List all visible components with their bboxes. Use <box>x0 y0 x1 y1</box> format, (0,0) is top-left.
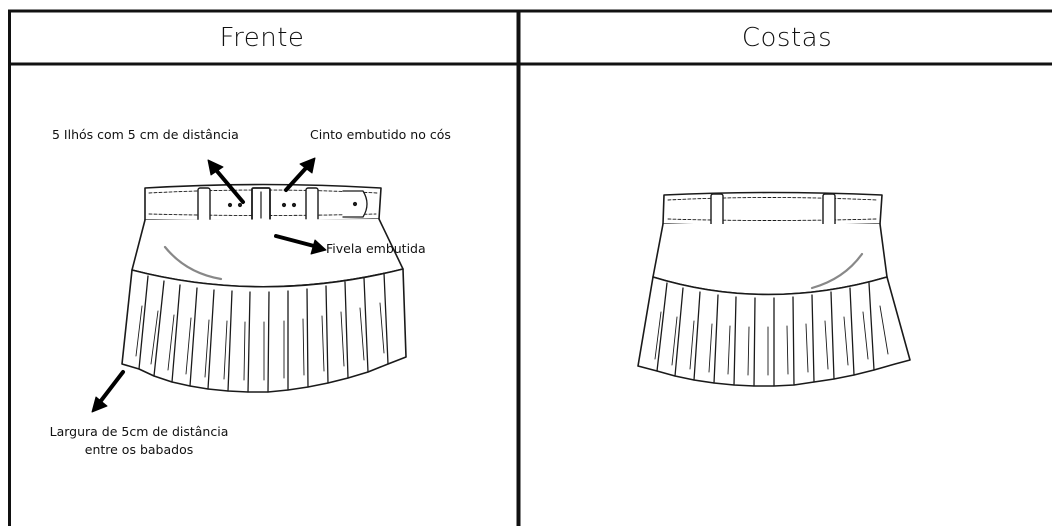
front-belt-loop-right <box>305 187 319 225</box>
front-belt-loop-left <box>197 187 211 225</box>
annotation-arrows <box>91 157 327 413</box>
back-skirt-drawing <box>637 191 911 387</box>
front-eyelet <box>237 202 243 208</box>
front-skirt-drawing <box>91 157 407 413</box>
back-pleat-lines <box>656 282 875 387</box>
eyelets-arrow-head <box>207 159 224 176</box>
ruffle-width-annotation-line1: Largura de 5cm de distância <box>49 424 229 439</box>
back-pleat-folds <box>654 305 889 376</box>
back-yoke <box>652 223 888 296</box>
front-pleat-folds <box>135 302 385 381</box>
ruffle-width-annotation: Largura de 5cm de distância entre os bab… <box>20 423 258 459</box>
ruffle-width-annotation-line2: entre os babados <box>84 442 194 457</box>
front-eyelet <box>227 202 233 208</box>
back-belt-loop-right <box>822 193 836 228</box>
eyelets-arrow-line <box>214 168 245 204</box>
back-yoke-shading <box>810 252 864 290</box>
front-pleat-lines <box>138 272 389 393</box>
belt-arrow-head <box>299 157 316 174</box>
ruffle-arrow-line <box>98 370 125 404</box>
front-skirt <box>121 183 407 393</box>
eyelets-annotation: 5 Ilhós com 5 cm de distância <box>52 127 239 142</box>
front-eyelet <box>291 202 297 208</box>
front-yoke-shading <box>163 245 223 281</box>
belt-arrow-line <box>284 166 308 192</box>
ruffle-arrow-head <box>91 396 108 413</box>
buckle-annotation: Fivela embutida <box>326 241 426 256</box>
belt-annotation: Cinto embutido no cós <box>310 127 451 142</box>
buckle-arrow-line <box>274 234 316 248</box>
buckle-arrow-head <box>310 239 327 255</box>
back-waistband-stitch <box>667 197 878 221</box>
back-skirt <box>637 191 911 387</box>
front-panel-title: Frente <box>219 22 305 53</box>
front-eyelet <box>281 202 287 208</box>
back-panel-title: Costas <box>741 22 833 53</box>
front-eyelet <box>352 201 358 207</box>
back-belt-loop-left <box>710 193 724 228</box>
